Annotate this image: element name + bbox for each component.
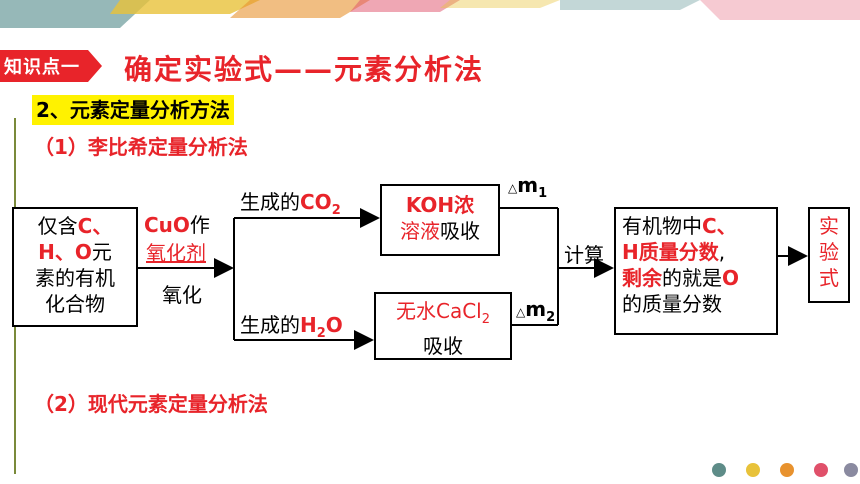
result-line2-a: H质量分数 <box>622 240 719 264</box>
result-box: 有机物中C、 H质量分数, 剩余的就是O 的质量分数 <box>614 207 778 335</box>
result-line3-c: O <box>722 266 740 290</box>
m1-subscript: 1 <box>538 186 548 201</box>
delta-m1-label: △m1 <box>508 172 547 207</box>
empirical-formula-box: 实 验 式 <box>808 207 850 303</box>
final-line1: 实 <box>819 214 839 238</box>
sample-line2-b: 元 <box>91 240 112 264</box>
delta-2-symbol: △ <box>516 305 526 319</box>
sample-line2-a: H、O <box>38 240 92 264</box>
koh-absorber-box: KOH浓 溶液吸收 <box>380 184 500 256</box>
oxidize-label: 氧化 <box>162 283 202 307</box>
dot-3 <box>780 463 794 477</box>
cacl2-subscript: 2 <box>481 312 491 327</box>
cacl2-line1: 无水CaCl <box>395 299 482 323</box>
result-line3-a: 剩余 <box>622 266 662 290</box>
final-line2: 验 <box>819 240 839 264</box>
topic-tag-shape <box>0 50 102 82</box>
cuo-label: CuO <box>144 213 190 237</box>
sample-line4: 化合物 <box>45 292 105 316</box>
result-line2-b: , <box>718 240 726 264</box>
cacl2-absorber-box: 无水CaCl2 吸收 <box>374 292 512 360</box>
sample-box: 仅含C、 H、O元 素的有机 化合物 <box>12 207 138 327</box>
compute-label: 计算 <box>564 243 604 267</box>
koh-line2-a: 溶液 <box>400 219 440 243</box>
sample-line1-b: C、 <box>77 214 113 238</box>
decorative-banner <box>0 0 860 28</box>
result-line1-a: 有机物中 <box>622 214 702 238</box>
method-1-heading: （1）李比希定量分析法 <box>34 135 248 159</box>
section-heading: 2、元素定量分析方法 <box>32 95 234 125</box>
m1-letter: m <box>517 173 539 197</box>
koh-line2-b: 吸收 <box>440 219 480 243</box>
h2o-subscript: 2 <box>316 326 326 341</box>
h2o-o: O <box>325 313 343 337</box>
sample-line3: 素的有机 <box>35 266 115 290</box>
co2-prefix: 生成的 <box>240 190 300 214</box>
h2o-product-label: 生成的H2O <box>240 312 343 347</box>
result-line1-b: C、 <box>702 214 737 238</box>
dot-2 <box>746 463 760 477</box>
dot-1 <box>712 463 726 477</box>
h2o-prefix: 生成的 <box>240 313 300 337</box>
zuo-label: 作 <box>189 213 210 237</box>
oxidant-agent-label: 氧化剂 <box>146 241 206 265</box>
h2o-h: H <box>300 313 317 337</box>
topic-tag: 知识点一 <box>4 57 80 78</box>
dot-4 <box>814 463 828 477</box>
koh-line1: KOH浓 <box>405 193 475 217</box>
delta-m2-label: △m2 <box>516 296 555 331</box>
co2-product-label: 生成的CO2 <box>240 189 341 224</box>
result-line3-b: 的就是 <box>662 266 722 290</box>
method-2-heading: （2）现代元素定量分析法 <box>34 392 268 416</box>
m2-letter: m <box>525 297 547 321</box>
cacl2-line2: 吸收 <box>423 334 463 358</box>
co2-formula: CO <box>300 190 332 214</box>
oxidant-label: CuO作 <box>144 212 210 238</box>
delta-1-symbol: △ <box>508 181 518 195</box>
result-line4: 的质量分数 <box>622 292 722 316</box>
sample-line1-a: 仅含 <box>37 214 78 238</box>
m2-subscript: 2 <box>546 310 556 325</box>
co2-subscript: 2 <box>331 203 341 218</box>
page-title: 确定实验式——元素分析法 <box>124 53 485 86</box>
final-line3: 式 <box>819 266 839 290</box>
dot-5 <box>844 463 858 477</box>
